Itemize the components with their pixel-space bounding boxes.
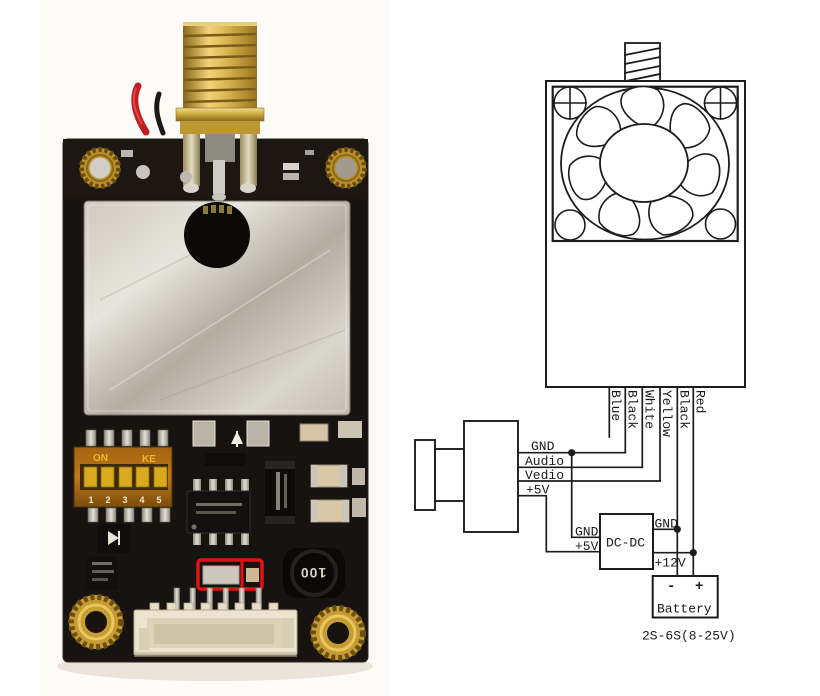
dcdc-in-gnd-label: GND — [575, 525, 599, 540]
camera-signal-lines — [517, 451, 661, 553]
wiring-diagram: Blue Black White Yellow Black Red GND Au… — [414, 42, 746, 644]
pcb-photo: ON KE 1 2 3 4 5 — [40, 0, 390, 696]
battery-rating: 2S-6S(8-25V) — [642, 629, 736, 644]
antenna-wires — [131, 82, 192, 183]
dip-switch-toggles — [83, 466, 168, 488]
dip-ke-label: KE — [142, 454, 156, 465]
dip-digit-3: 3 — [122, 495, 127, 505]
junction-dots — [568, 449, 697, 557]
camera-video-label: Vedio — [525, 468, 564, 483]
battery-plus: + — [695, 579, 703, 595]
power-inductor: 100 — [283, 548, 345, 598]
wire-label-white: White — [642, 390, 657, 429]
bottom-connector — [133, 587, 298, 657]
wire-label-yellow: Yellow — [659, 390, 674, 437]
dip-digit-1: 1 — [88, 495, 93, 505]
camera-lens-front — [414, 439, 436, 511]
standoff-screw-bottom-left — [68, 594, 124, 650]
dcdc-out-gnd-label: GND — [655, 517, 679, 532]
dcdc-in-5v-label: +5V — [575, 539, 599, 554]
dip-switch: ON KE 1 2 3 4 5 — [73, 429, 173, 523]
antenna-symbol — [623, 42, 662, 83]
standoff-screw-bottom-right — [310, 605, 366, 661]
tantalum-capacitors — [310, 464, 366, 523]
gnd-branch-line — [570, 451, 601, 539]
battery-box — [651, 575, 719, 619]
dcdc-out-12v-label: +12V — [655, 556, 686, 571]
plus5v-line — [517, 494, 601, 553]
camera-audio-label: Audio — [525, 454, 564, 469]
soic8-ic — [186, 479, 251, 545]
battery-label: Battery — [657, 602, 712, 617]
standoff-screw-top-left — [79, 147, 121, 189]
top-silkscreen-pads — [121, 150, 314, 180]
inductor-label: 100 — [300, 565, 326, 581]
wire-label-black-1: Black — [625, 390, 640, 429]
battery-minus: - — [667, 579, 675, 595]
wire-label-red: Red — [693, 390, 708, 413]
sma-connector — [175, 22, 265, 203]
wire-label-black-2: Black — [677, 390, 692, 429]
standoff-screw-top-right — [325, 147, 367, 189]
dip-on-label: ON — [93, 453, 108, 464]
shield-hole — [184, 202, 250, 268]
dip-digit-2: 2 — [105, 495, 110, 505]
diode-component — [97, 524, 131, 553]
dcdc-box — [599, 513, 654, 570]
wire-label-blue: Blue — [608, 390, 623, 421]
dcdc-label: DC-DC — [606, 536, 645, 551]
camera-symbol — [414, 420, 519, 533]
mid-pads-row — [192, 420, 362, 466]
dip-digit-5: 5 — [156, 495, 161, 505]
fan-corner-screws — [553, 86, 738, 241]
red-highlight-box — [196, 558, 264, 591]
dcdc-output-lines — [652, 528, 695, 554]
small-ic-bottom-left — [87, 556, 118, 590]
camera-gnd-label: GND — [531, 439, 555, 454]
fan-hub — [599, 123, 689, 203]
transmitter-wires — [608, 386, 695, 577]
dip-digit-4: 4 — [139, 495, 144, 505]
camera-body — [463, 420, 519, 533]
heatsink-shield — [83, 200, 351, 416]
camera-5v-label: +5V — [526, 483, 550, 498]
camera-lens-barrel — [434, 448, 465, 502]
regulator-component — [265, 461, 295, 524]
black-wire — [154, 91, 166, 136]
fan — [551, 85, 739, 243]
